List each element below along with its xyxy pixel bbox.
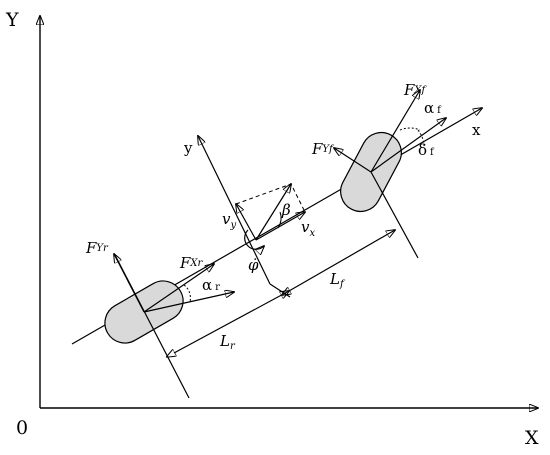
label-vy: vy bbox=[222, 210, 236, 231]
velocity-parallelogram bbox=[235, 183, 306, 213]
origin-label: 0 bbox=[16, 417, 28, 439]
global-y-label: Y bbox=[5, 9, 19, 31]
rear-lateral-force-arrow bbox=[114, 254, 145, 313]
vy-arrow bbox=[236, 204, 257, 241]
label-fyr: FYr bbox=[85, 239, 109, 257]
vx-arrow bbox=[255, 212, 305, 241]
label-fxr: FXr bbox=[179, 254, 204, 272]
lf-dimension-arrow bbox=[289, 230, 395, 291]
label-vx: vx bbox=[301, 218, 315, 239]
label-beta: β bbox=[281, 201, 291, 219]
body-y-label: y bbox=[183, 139, 193, 157]
label-lr: Lr bbox=[219, 332, 236, 352]
front-steer-angle-arc bbox=[417, 129, 425, 147]
cg-reference-line bbox=[269, 283, 291, 298]
label-lf: Lf bbox=[329, 270, 346, 290]
label-fyf: FYf bbox=[311, 140, 335, 158]
label-yaw-rate: φ̇ bbox=[248, 256, 259, 274]
global-x-label: X bbox=[525, 427, 539, 449]
body-y-axis bbox=[198, 136, 271, 285]
rear-slip-angle-arc bbox=[183, 284, 191, 304]
rear-longitudinal-force-arrow bbox=[143, 264, 214, 313]
yaw-rate-arc bbox=[244, 229, 264, 249]
front-slip-angle-arc bbox=[399, 127, 421, 131]
body-x-label: x bbox=[472, 121, 481, 139]
front-longitudinal-force-arrow bbox=[370, 90, 420, 173]
front-lateral-line bbox=[370, 171, 419, 259]
resultant-velocity-arrow bbox=[255, 184, 291, 241]
label-fxf: FXf bbox=[403, 81, 428, 99]
front-lateral-force-arrow bbox=[334, 148, 372, 173]
lr-dimension-arrow bbox=[174, 291, 289, 353]
beta-arc bbox=[277, 211, 282, 229]
front-velocity-arrow bbox=[370, 118, 446, 173]
